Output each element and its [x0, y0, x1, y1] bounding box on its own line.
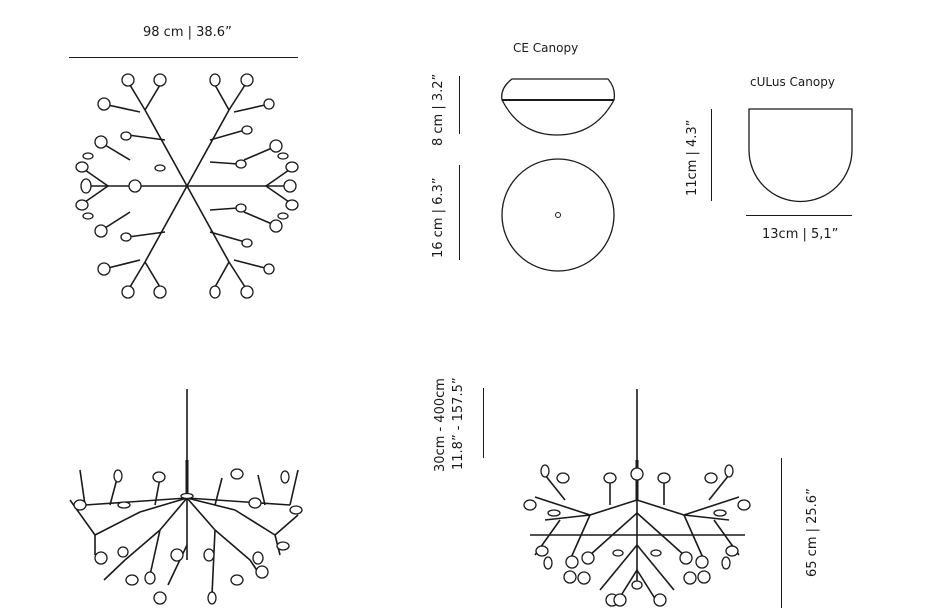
ce-canopy-height-line: [459, 76, 460, 134]
cable-length-line: [483, 388, 484, 458]
top-view-width-label: 98 cm | 38.6”: [143, 25, 232, 40]
culus-canopy-width-label: 13cm | 5,1”: [762, 227, 839, 242]
culus-canopy-title: cULus Canopy: [750, 75, 835, 89]
ce-canopy-diameter-line: [459, 165, 460, 260]
ce-canopy-title: CE Canopy: [513, 41, 579, 55]
fixture-height-line: [781, 458, 782, 608]
culus-canopy-width-line: [746, 215, 852, 216]
fixture-height-label: 65 cm | 25.6”: [805, 488, 820, 577]
culus-canopy-height-line: [711, 109, 712, 201]
top-view-width-line: [69, 57, 298, 58]
